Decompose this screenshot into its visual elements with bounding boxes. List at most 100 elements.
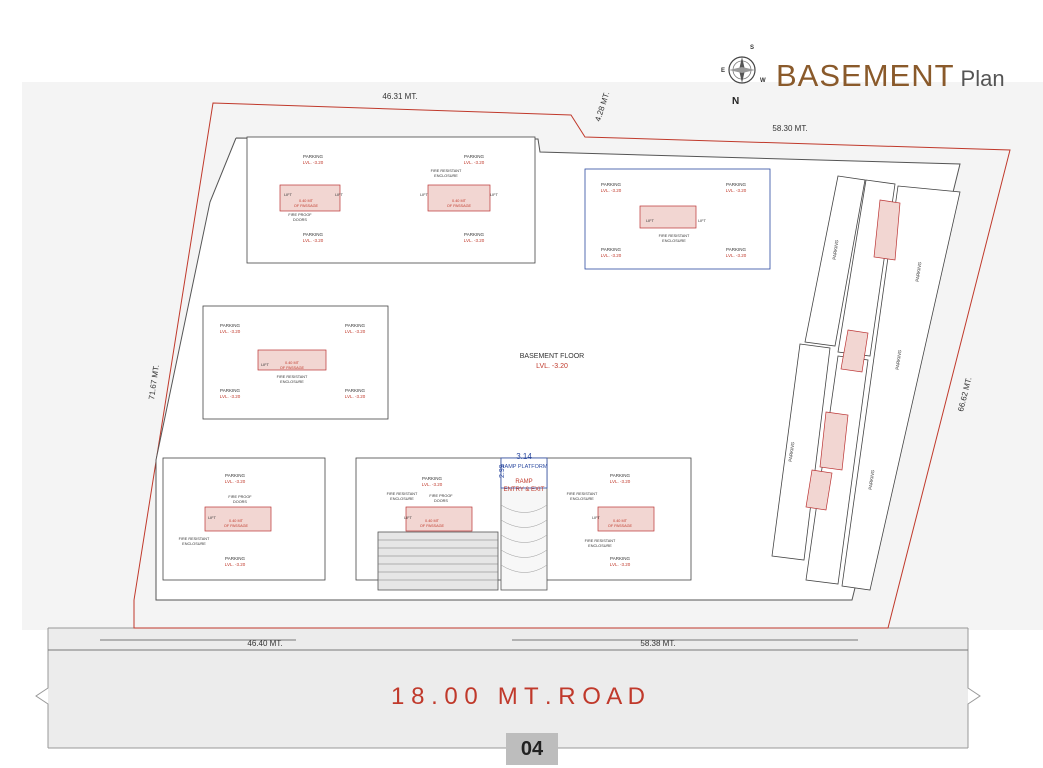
ramp-platform xyxy=(500,457,548,489)
lift-label: LIFT xyxy=(284,193,292,197)
enclosure-label: ENCLOSURE xyxy=(662,239,686,243)
parking-level: LVL. -3.20 xyxy=(601,188,622,193)
fire-proof-label: FIRE PROOF xyxy=(228,495,252,499)
fire-resistant-label: FIRE RESISTANT xyxy=(179,537,210,541)
ramp-slope xyxy=(377,531,499,591)
passage-dim-label: 0.40 MT xyxy=(613,519,628,523)
enclosure-label: ENCLOSURE xyxy=(434,174,458,178)
parking-label: PARKING xyxy=(225,473,245,478)
block-right-upper xyxy=(804,175,866,347)
parking-level: LVL. -3.20 xyxy=(610,479,631,484)
core-7 xyxy=(597,506,655,532)
passage-label: OF PASSAGE xyxy=(294,204,319,208)
passage-dim-label: 0.40 MT xyxy=(452,199,467,203)
ramp: 3.14 RAMP PLATFORM 2.99 RAMP ENTRY & EXI… xyxy=(377,452,548,591)
parking-level: LVL. -3.20 xyxy=(225,479,246,484)
passage-label: OF PASSAGE xyxy=(608,524,633,528)
title-sub: Plan xyxy=(960,66,1005,91)
core-2 xyxy=(427,184,491,212)
basement-floor-level: LVL. -3.20 xyxy=(536,363,568,370)
lift-label: LIFT xyxy=(490,193,498,197)
block-right-lower xyxy=(771,343,831,561)
fire-resistant-label: FIRE RESISTANT xyxy=(567,492,598,496)
parking-label: PARKING xyxy=(220,388,240,393)
lift-label: LIFT xyxy=(420,193,428,197)
core-8 xyxy=(873,199,901,261)
lift-label: LIFT xyxy=(646,219,654,223)
compass-n: N xyxy=(732,96,739,107)
parking-label: PARKING xyxy=(788,441,796,462)
fire-proof-label: FIRE PROOF xyxy=(429,494,453,498)
parking-label: PARKING xyxy=(422,476,442,481)
parking-level: LVL. -3.20 xyxy=(726,253,747,258)
plot-boundary xyxy=(133,102,1011,629)
parking-label: PARKING xyxy=(464,232,484,237)
title-main: BASEMENT xyxy=(776,58,955,93)
parking-label: PARKING xyxy=(225,556,245,561)
fire-proof-doors-label: DOORS xyxy=(434,499,448,503)
passage-label: OF PASSAGE xyxy=(420,524,445,528)
parking-label: PARKING xyxy=(303,232,323,237)
parking-label: PARKING xyxy=(303,154,323,159)
enclosure-label: ENCLOSURE xyxy=(570,497,594,501)
parking-label: PARKING xyxy=(601,182,621,187)
fire-proof-label: FIRE PROOF xyxy=(288,213,312,217)
parking-level: LVL. -3.20 xyxy=(345,394,366,399)
lift-label: LIFT xyxy=(335,193,343,197)
passage-dim-label: 0.40 MT xyxy=(229,519,244,523)
enclosure-label: ENCLOSURE xyxy=(390,497,414,501)
lift-label: LIFT xyxy=(404,516,412,520)
parking-label: PARKING xyxy=(610,473,630,478)
passage-label: OF PASSAGE xyxy=(447,204,472,208)
parking-label: PARKING xyxy=(345,388,365,393)
dimension-bottom-left: 46.40 MT. xyxy=(247,639,282,648)
enclosure-label: ENCLOSURE xyxy=(588,544,612,548)
ramp-label: RAMP xyxy=(515,479,532,485)
core-5 xyxy=(204,506,272,532)
parking-level: LVL. -3.20 xyxy=(303,238,324,243)
compass-icon: S E W N xyxy=(721,45,766,107)
parking-level: LVL. -3.20 xyxy=(464,238,485,243)
fire-resistant-label: FIRE RESISTANT xyxy=(585,539,616,543)
compass-w: W xyxy=(760,78,766,84)
ramp-platform-dim: 3.14 xyxy=(516,452,532,461)
core-9 xyxy=(840,329,869,373)
parking-level: LVL. -3.20 xyxy=(601,253,622,258)
parking-label: PARKING xyxy=(345,323,365,328)
passage-dim-label: 0.40 MT xyxy=(425,519,440,523)
core-11 xyxy=(805,469,833,511)
road-strip xyxy=(35,627,981,749)
ramp-side-dim: 2.99 xyxy=(499,464,506,478)
compass-e: E xyxy=(721,68,725,74)
passage-dim-label: 0.40 MT xyxy=(285,361,300,365)
parking-label: PARKING xyxy=(610,556,630,561)
fire-resistant-label: FIRE RESISTANT xyxy=(431,169,462,173)
lift-label: LIFT xyxy=(698,219,706,223)
parking-label: PARKING xyxy=(868,469,876,490)
dimension-top-left: 46.31 MT. xyxy=(382,92,417,101)
parking-label: PARKING xyxy=(220,323,240,328)
parking-label: PARKING xyxy=(895,349,903,370)
dimension-top-right: 58.30 MT. xyxy=(772,124,807,133)
fire-resistant-label: FIRE RESISTANT xyxy=(277,375,308,379)
fire-proof-doors-label: DOORS xyxy=(293,218,307,222)
enclosure-label: ENCLOSURE xyxy=(280,380,304,384)
parking-label: PARKING xyxy=(726,247,746,252)
road-band xyxy=(48,628,968,748)
parking-level: LVL. -3.20 xyxy=(464,160,485,165)
core-4 xyxy=(257,349,327,371)
lift-label: LIFT xyxy=(208,516,216,520)
parking-level: LVL. -3.20 xyxy=(345,329,366,334)
dimension-bottom-right: 58.38 MT. xyxy=(640,639,675,648)
parking-label: PARKING xyxy=(832,239,840,260)
ramp-entry-label: ENTRY & EXIT xyxy=(504,487,545,493)
parking-label: PARKING xyxy=(915,261,923,282)
parking-level: LVL. -3.20 xyxy=(225,562,246,567)
fire-resistant-label: FIRE RESISTANT xyxy=(659,234,690,238)
passage-label: OF PASSAGE xyxy=(280,366,305,370)
core-1 xyxy=(279,184,341,212)
fire-resistant-label: FIRE RESISTANT xyxy=(387,492,418,496)
passage-label: OF PASSAGE xyxy=(224,524,249,528)
